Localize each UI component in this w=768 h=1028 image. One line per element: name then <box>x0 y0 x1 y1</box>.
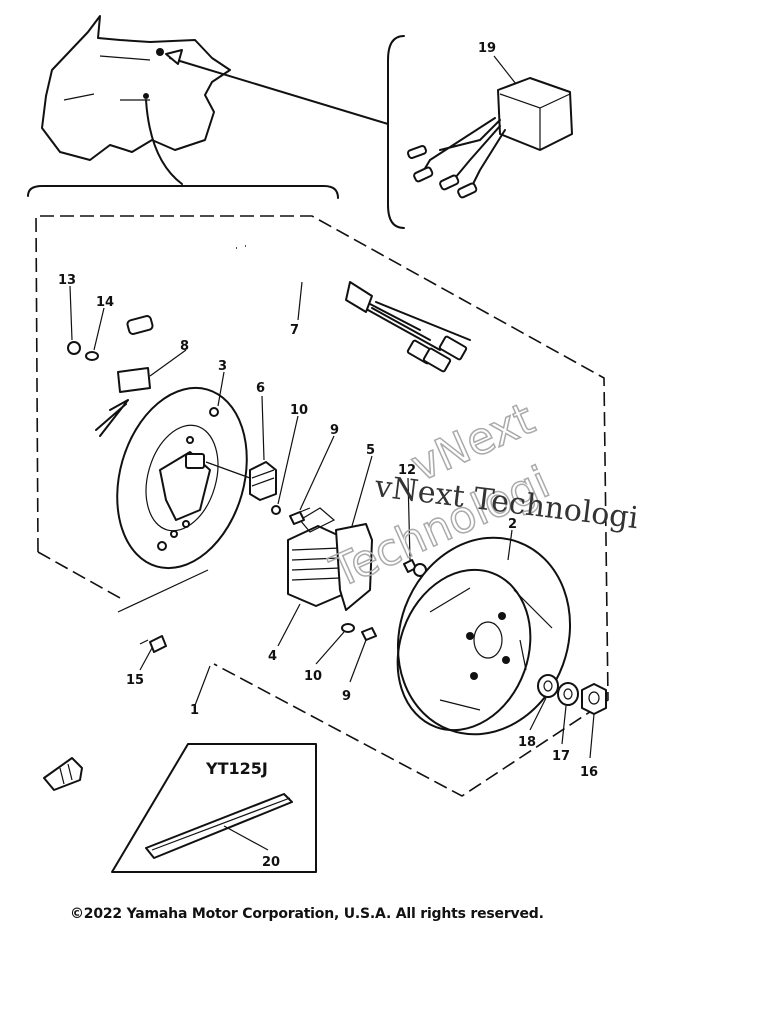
callout-13: 13 <box>58 273 76 288</box>
model-label: YT125J <box>205 759 268 778</box>
group-brace <box>27 185 339 199</box>
callout-18: 18 <box>518 735 536 750</box>
fasteners <box>67 341 427 653</box>
wire-clamp <box>117 367 151 393</box>
callout-16: 16 <box>580 765 598 780</box>
callout-12: 12 <box>398 463 416 478</box>
forward-arrow-icon <box>43 757 83 791</box>
callout-4: 4 <box>268 649 277 664</box>
callout-6: 6 <box>256 381 265 396</box>
callout-2: 2 <box>508 517 517 532</box>
callout-20: 20 <box>262 855 280 870</box>
callout-1: 1 <box>190 703 199 718</box>
copyright-notice: ©2022 Yamaha Motor Corporation, U.S.A. A… <box>70 906 544 922</box>
callout-3: 3 <box>218 359 227 374</box>
yt125j-box <box>111 743 317 873</box>
callouts: 1 2 3 4 5 6 7 8 9 9 10 10 12 13 14 15 16… <box>58 41 598 870</box>
assembly-boundary <box>35 215 609 797</box>
cdi-unit-group <box>387 35 573 229</box>
stator-plate <box>116 386 248 570</box>
flywheel-rotor <box>396 536 572 736</box>
callout-10-lower: 10 <box>304 669 322 684</box>
rotor-nut-set <box>537 674 607 715</box>
callout-17: 17 <box>552 749 570 764</box>
leader-lines <box>69 55 595 851</box>
callout-15: 15 <box>126 673 144 688</box>
callout-10-upper: 10 <box>290 403 308 418</box>
wire-harness <box>95 243 471 437</box>
callout-5: 5 <box>366 443 375 458</box>
pulser-connector <box>205 461 277 501</box>
callout-8: 8 <box>180 339 189 354</box>
source-coil <box>287 507 373 611</box>
callout-14: 14 <box>96 295 114 310</box>
callout-9-upper: 9 <box>330 423 339 438</box>
callout-19: 19 <box>478 41 496 56</box>
callout-7: 7 <box>290 323 299 338</box>
atv-silhouette <box>41 15 389 185</box>
callout-9-lower: 9 <box>342 689 351 704</box>
